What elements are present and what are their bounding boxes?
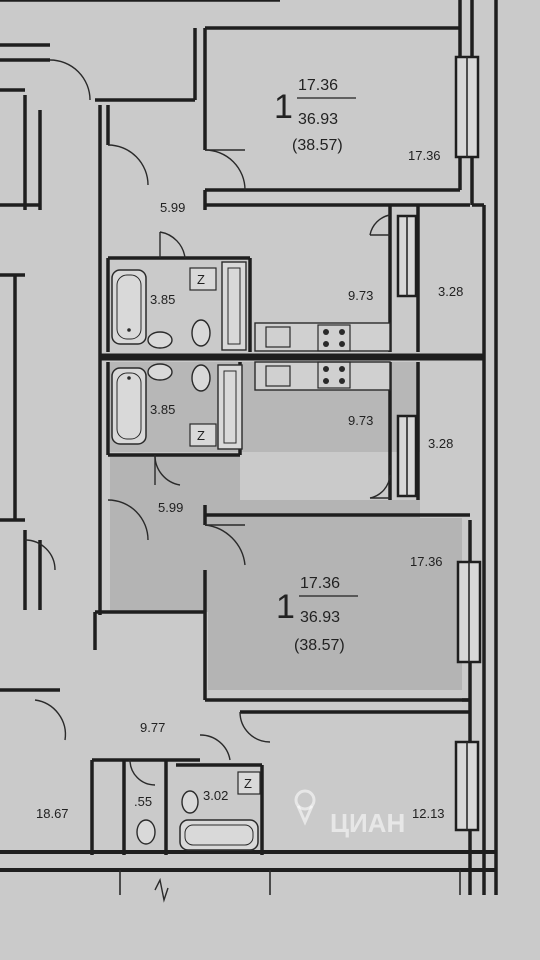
- bottom-balcony-area: 3.28: [428, 436, 453, 451]
- lower-unit-walls: [0, 688, 470, 855]
- lower-unit-labels: 9.77 18.67 .55 3.02 Z 12.13: [36, 720, 445, 821]
- vent-box: [189, 423, 217, 447]
- watermark: ЦИАН: [294, 789, 405, 838]
- bathtub-icon: [179, 819, 259, 851]
- sink-icon: [147, 363, 173, 381]
- bottom-shaft-mark: Z: [197, 428, 205, 443]
- toilet-icon: [136, 819, 156, 845]
- bottom-total-area-balcony: (38.57): [294, 637, 345, 654]
- watermark-text: ЦИАН: [330, 808, 405, 838]
- lower-hall-area: 9.77: [140, 720, 165, 735]
- bottom-band: [0, 850, 496, 903]
- sink-icon: [147, 331, 173, 349]
- bottom-bath-area: 3.85: [150, 402, 175, 417]
- top-kitchen-area: 9.73: [348, 288, 373, 303]
- bottom-living-area: 17.36: [300, 575, 340, 592]
- top-apartment-labels: 1 17.36 36.93 (38.57) 17.36 5.99 3.85 9.…: [150, 77, 463, 307]
- toilet-icon: [191, 319, 211, 347]
- top-total-area: 36.93: [298, 111, 338, 128]
- bottom-apartment-labels: 1 17.36 36.93 (38.57) 17.36 5.99 3.85 9.…: [150, 402, 453, 654]
- top-bathroom-fixtures: [111, 261, 247, 351]
- bottom-bathroom-fixtures: [111, 363, 243, 450]
- bottom-hall-area: 5.99: [158, 500, 183, 515]
- kitchen-sink-icon: [265, 326, 291, 348]
- shaft-box: [221, 261, 247, 351]
- top-bath-area: 3.85: [150, 292, 175, 307]
- bottom-room-area: 17.36: [410, 554, 443, 569]
- vent-box: [189, 267, 217, 291]
- kitchen-counter: [254, 361, 391, 391]
- kitchen-counter: [254, 322, 391, 352]
- top-total-area-balcony: (38.57): [292, 137, 343, 154]
- top-room-area: 17.36: [408, 148, 441, 163]
- lower-room-left-area: 18.67: [36, 806, 69, 821]
- bathtub-icon: [111, 269, 147, 345]
- bottom-kitchen-area: 9.73: [348, 413, 373, 428]
- top-living-area: 17.36: [298, 77, 338, 94]
- shaft-box: [217, 364, 243, 450]
- kitchen-sink-icon: [265, 365, 291, 387]
- stove-icon: [317, 324, 351, 352]
- vent-box: [237, 771, 261, 795]
- lower-unit-fixtures: [136, 771, 261, 851]
- door-swings: [24, 59, 391, 786]
- stove-icon: [317, 361, 351, 389]
- lower-room-right-area: 12.13: [412, 806, 445, 821]
- top-rooms-count: 1: [274, 88, 293, 126]
- bathtub-icon: [111, 367, 147, 445]
- bottom-rooms-count: 1: [276, 588, 295, 626]
- top-kitchen-fixtures: [254, 322, 391, 352]
- top-apartment-walls: [0, 0, 470, 360]
- left-neighbour-walls: [0, 43, 50, 610]
- top-shaft-mark: Z: [197, 272, 205, 287]
- bottom-total-area: 36.93: [300, 609, 340, 626]
- lower-bath-area: 3.02: [203, 788, 228, 803]
- top-hall-area: 5.99: [160, 200, 185, 215]
- lower-shaft-mark: Z: [244, 776, 252, 791]
- location-pin-icon: [294, 789, 316, 811]
- toilet-icon: [191, 364, 211, 392]
- lower-wc-area: .55: [134, 794, 152, 809]
- sink-icon: [181, 790, 199, 814]
- bottom-kitchen-fixtures: [254, 361, 391, 391]
- top-balcony-area: 3.28: [438, 284, 463, 299]
- windows: [396, 55, 482, 832]
